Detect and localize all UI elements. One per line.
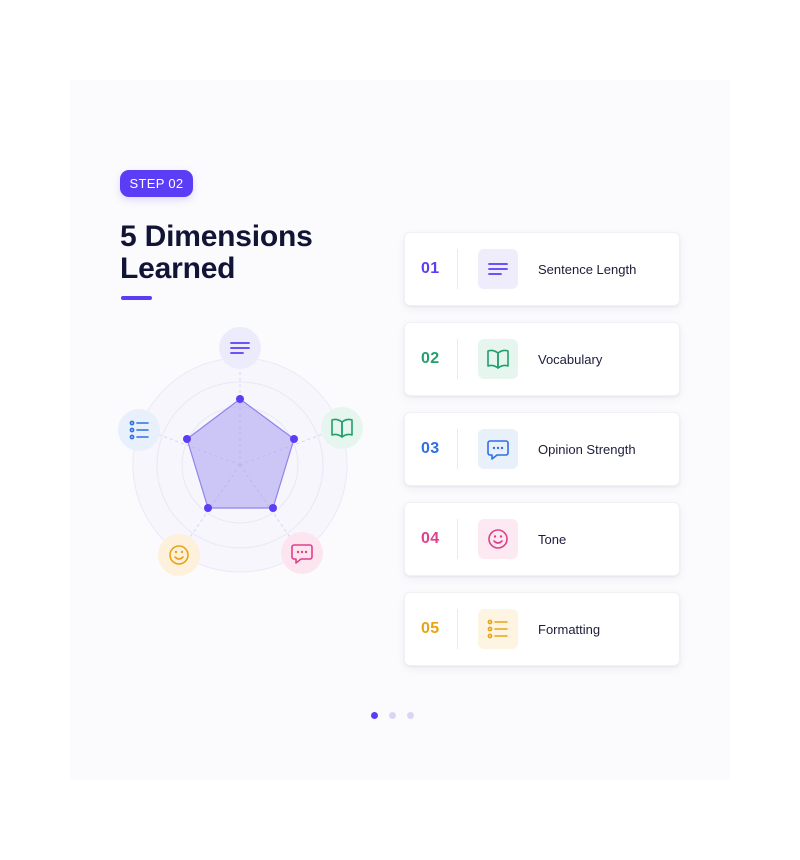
card-divider xyxy=(457,249,458,289)
dimension-number: 04 xyxy=(421,530,440,547)
radar-point-sentence-length xyxy=(236,395,244,403)
dimension-card-vocabulary[interactable]: 02 Vocabulary xyxy=(404,322,680,396)
dimension-label: Vocabulary xyxy=(538,351,603,367)
book-icon xyxy=(331,418,353,438)
dimension-icon-box xyxy=(478,339,518,379)
dimension-label: Sentence Length xyxy=(538,261,637,277)
dimension-number: 01 xyxy=(421,260,440,277)
card-divider xyxy=(457,429,458,469)
dimension-number: 02 xyxy=(421,350,440,367)
radar-axis-sentence-length xyxy=(219,327,261,369)
page-title-line-2: Learned xyxy=(120,252,236,285)
radar-point-formatting xyxy=(183,435,191,443)
dimension-card-tone[interactable]: 04 Tone xyxy=(404,502,680,576)
radar-axis-opinion-strength xyxy=(281,532,323,574)
dimension-icon-box xyxy=(478,249,518,289)
list-icon xyxy=(487,619,508,639)
radar-axis-formatting xyxy=(118,409,160,451)
card-divider xyxy=(457,609,458,649)
page-title: 5 Dimensions Learned xyxy=(120,221,313,285)
dimension-list: 01 Sentence Length 02 Vocabulary xyxy=(404,232,680,682)
pagination-dot-2[interactable] xyxy=(389,712,396,719)
dimension-card-sentence-length[interactable]: 01 Sentence Length xyxy=(404,232,680,306)
radar-spoke-right xyxy=(239,431,329,466)
radar-chart xyxy=(118,327,363,576)
dimension-number: 05 xyxy=(421,620,440,637)
pagination-dots xyxy=(371,712,414,719)
smile-icon xyxy=(488,529,508,549)
dimension-icon-box xyxy=(478,519,518,559)
lines-icon xyxy=(230,342,250,354)
card-divider xyxy=(457,339,458,379)
radar-point-opinion-strength xyxy=(269,504,277,512)
radar-spoke-left xyxy=(151,431,241,466)
dimension-icon-box xyxy=(478,429,518,469)
chat-bubble-icon xyxy=(487,440,509,460)
dimension-label: Tone xyxy=(538,531,567,547)
pagination-dot-1[interactable] xyxy=(371,712,378,719)
radar-ring-middle xyxy=(156,381,324,549)
dimension-number: 03 xyxy=(421,440,440,457)
book-icon xyxy=(487,349,509,369)
radar-axis-vocabulary xyxy=(321,407,363,449)
radar-point-vocabulary xyxy=(290,435,298,443)
step-badge: STEP 02 xyxy=(120,170,193,197)
page-title-line-1: 5 Dimensions xyxy=(120,220,313,253)
dimension-label: Opinion Strength xyxy=(538,441,636,457)
radar-axis-tone xyxy=(158,534,200,576)
radar-point-tone xyxy=(204,504,212,512)
dimension-label: Formatting xyxy=(538,621,601,637)
radar-area xyxy=(186,398,295,509)
dimension-icon-box xyxy=(478,609,518,649)
list-icon xyxy=(129,420,149,440)
title-underline xyxy=(121,296,152,300)
card-divider xyxy=(457,519,458,559)
smile-icon xyxy=(169,545,189,565)
dimension-card-formatting[interactable]: 05 Formatting xyxy=(404,592,680,666)
lines-icon xyxy=(488,263,508,275)
chat-bubble-icon xyxy=(291,544,313,564)
pagination-dot-3[interactable] xyxy=(407,712,414,719)
dimension-card-opinion-strength[interactable]: 03 Opinion Strength xyxy=(404,412,680,486)
